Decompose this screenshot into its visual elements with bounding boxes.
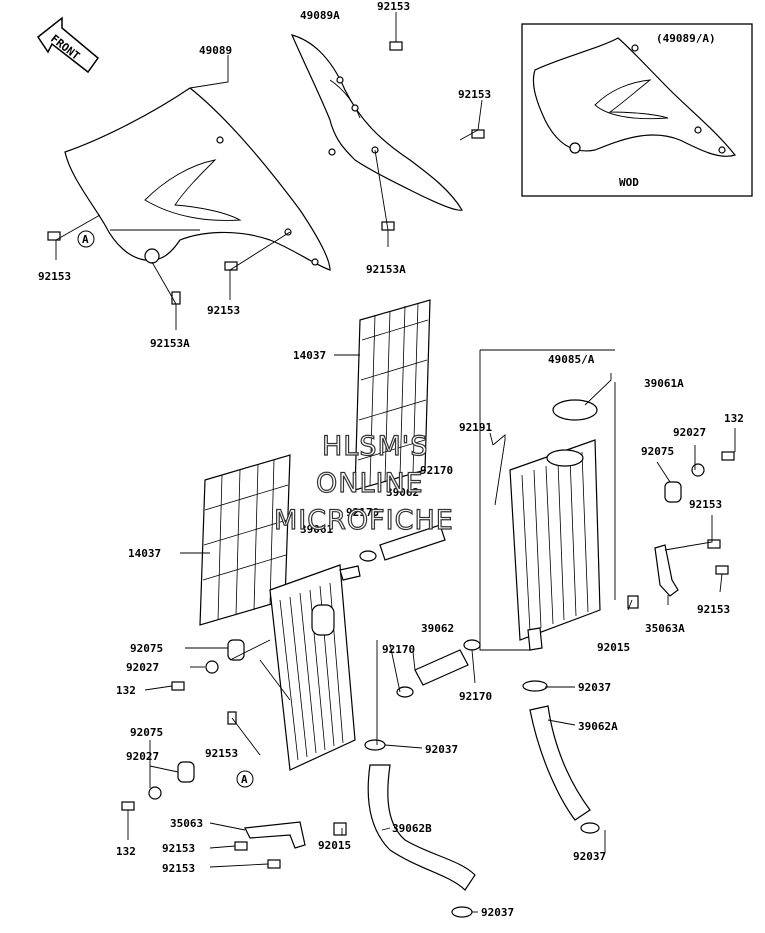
part-labels: 49089A 92153 49089 92153 92153 92153A 92… — [38, 0, 744, 919]
part-label: 35063 — [170, 817, 203, 830]
part-label: 92153A — [366, 263, 406, 276]
ref-marker-a-bottom: A — [236, 770, 254, 788]
radiator-grille-upper — [354, 299, 431, 491]
part-label: 92153 — [689, 498, 722, 511]
inset-variant: WOD — [619, 176, 639, 189]
part-label: 39062 — [386, 486, 419, 499]
watermark-line-2: ONLINE — [316, 468, 424, 499]
part-label: 92037 — [578, 681, 611, 694]
part-label: 92015 — [318, 839, 351, 852]
part-label: 132 — [116, 845, 136, 858]
part-label: 39061 — [300, 523, 333, 536]
inset-title: (49089/A) — [656, 32, 716, 45]
part-label: 92153 — [458, 88, 491, 101]
part-label: 92153 — [162, 842, 195, 855]
part-label: 92170 — [420, 464, 453, 477]
part-label: 92075 — [641, 445, 674, 458]
hoses — [367, 434, 591, 891]
watermark-line-1: HLSM'S — [322, 431, 428, 462]
part-label: 92191 — [459, 421, 492, 434]
part-label: 132 — [116, 684, 136, 697]
part-label: 14037 — [128, 547, 161, 560]
watermark-line-3: MICROFICHE — [274, 505, 454, 536]
watermark: HLSM'S ONLINE MICROFICHE — [273, 430, 454, 536]
part-label: 92153A — [150, 337, 190, 350]
part-label: 92153 — [38, 270, 71, 283]
part-label: 14037 — [293, 349, 326, 362]
front-arrow: FRONT — [36, 16, 100, 74]
part-label: 92037 — [573, 850, 606, 863]
part-label: 132 — [724, 412, 744, 425]
leader-lines — [55, 12, 736, 913]
part-label: 92075 — [130, 726, 163, 739]
part-label: 35063A — [645, 622, 685, 635]
part-label: 39062 — [421, 622, 454, 635]
part-label: 49089 — [199, 44, 232, 57]
part-label: 92153 — [162, 862, 195, 875]
part-label: 49085/A — [548, 353, 595, 366]
part-label: 39061A — [644, 377, 684, 390]
radiator-right — [509, 399, 601, 651]
inset-box — [521, 23, 753, 197]
ref-marker-a-top-text: A — [82, 233, 89, 246]
part-label: 92027 — [126, 661, 159, 674]
part-label: 39062A — [578, 720, 618, 733]
part-label: 92027 — [126, 750, 159, 763]
part-label: 92170 — [346, 506, 379, 519]
small-parts — [47, 41, 735, 918]
part-label: 92037 — [425, 743, 458, 756]
part-label: 92153 — [207, 304, 240, 317]
part-label: 49089A — [300, 9, 340, 22]
part-label: 92075 — [130, 642, 163, 655]
part-label: 92015 — [597, 641, 630, 654]
ref-marker-a-bottom-text: A — [241, 773, 248, 786]
part-label: 92153 — [697, 603, 730, 616]
right-shroud — [290, 34, 463, 211]
part-label: 92153 — [205, 747, 238, 760]
part-label: 92153 — [377, 0, 410, 13]
part-label: 92037 — [481, 906, 514, 919]
part-label: 92170 — [459, 690, 492, 703]
part-label: 92027 — [673, 426, 706, 439]
part-label: 92170 — [382, 643, 415, 656]
ref-marker-a-top: A — [77, 230, 95, 248]
radiator-left — [269, 564, 361, 771]
part-label: 39062B — [392, 822, 432, 835]
left-shroud — [64, 87, 331, 271]
